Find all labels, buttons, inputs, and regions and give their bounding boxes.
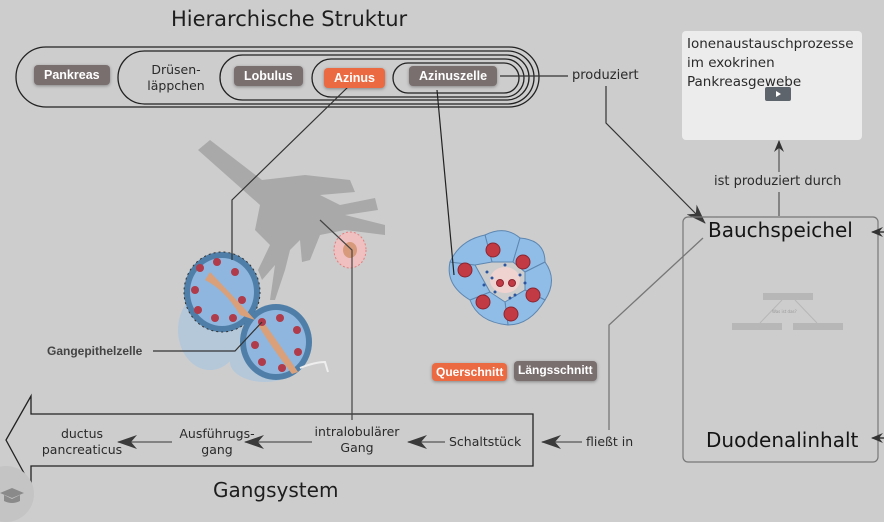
chip-lobulus[interactable]: Lobulus	[234, 66, 303, 86]
label-druesenlaeppchen-line1: Drüsen-	[151, 62, 201, 77]
stage-intralobulaer-line2: Gang	[340, 440, 374, 455]
duct-tree-illustration	[198, 140, 385, 300]
hierarchy-title: Hierarchische Struktur	[171, 7, 408, 31]
video-card[interactable]: Ionenaustauschprozesse im exokrinen Pank…	[682, 31, 862, 140]
leader-duct-to-intralobulaer	[319, 219, 353, 420]
capsule-lobulus	[219, 54, 530, 101]
graduation-cap-icon	[0, 488, 24, 503]
node-bauchspeichel[interactable]: Bauchspeichel	[708, 218, 853, 242]
video-card-title: Ionenaustauschprozesse im exokrinen Pank…	[687, 36, 854, 90]
stage-ausfuehrungsgang-line2: gang	[201, 442, 233, 457]
learning-button[interactable]	[0, 466, 34, 522]
chip-azinus[interactable]: Azinus	[324, 68, 385, 88]
stage-ductus-line2: pancreaticus	[41, 442, 123, 457]
placeholder-caption: Was ist das?	[772, 309, 797, 314]
arrow-produziert-to-bauchspeichel	[605, 86, 706, 224]
line-bauchspeichel-to-fliesst	[608, 237, 704, 430]
capsule-pankreas	[15, 46, 540, 108]
toggle-laengsschnitt[interactable]: Längsschnitt	[514, 361, 597, 381]
right-panel-frame	[682, 216, 879, 463]
node-duodenalinhalt[interactable]: Duodenalinhalt	[706, 428, 859, 452]
leader-azinus-to-lobule	[231, 85, 350, 260]
stage-ductus-line1: ductus	[60, 426, 104, 441]
leader-azinuszelle-to-acinus	[436, 89, 455, 276]
placeholder-tree	[732, 293, 843, 330]
chip-pankreas[interactable]: Pankreas	[34, 65, 110, 85]
capsule-azinus	[311, 58, 525, 98]
stage-intralobulaer-line1: intralobulärer	[314, 424, 400, 439]
relation-fliesst-in: fließt in	[586, 434, 634, 449]
label-druesenlaeppchen: Drüsen- läppchen	[146, 62, 206, 94]
capsule-azinuszelle	[392, 62, 520, 94]
acinus-cross-section	[448, 230, 552, 326]
hierarchy-capsules	[15, 46, 540, 108]
gangsystem-title: Gangsystem	[213, 478, 339, 502]
stage-ductus-pancreaticus[interactable]: ductus pancreaticus	[38, 426, 126, 458]
chip-azinuszelle[interactable]: Azinuszelle	[409, 66, 498, 86]
label-druesenlaeppchen-line2: läppchen	[147, 78, 205, 93]
leader-gangepithelzelle	[153, 321, 263, 352]
relation-produziert: produziert	[572, 68, 639, 83]
capsule-druesenlaeppchen	[117, 50, 535, 105]
stage-schaltstueck[interactable]: Schaltstück	[449, 434, 521, 450]
gangsystem-arrow-shape	[5, 393, 534, 487]
relation-ist-produziert-durch: ist produziert durch	[712, 174, 844, 190]
play-icon[interactable]	[765, 87, 791, 101]
lobule-illustration	[178, 251, 329, 382]
stage-schaltstueck-label: Schaltstück	[449, 434, 522, 449]
toggle-querschnitt[interactable]: Querschnitt	[432, 363, 508, 381]
stage-intralobulaerer-gang[interactable]: intralobulärer Gang	[312, 424, 402, 456]
stage-ausfuehrungsgang[interactable]: Ausführugs- gang	[172, 426, 262, 458]
stage-ausfuehrungsgang-line1: Ausführugs-	[179, 426, 255, 441]
label-gangepithelzelle: Gangepithelzelle	[47, 344, 143, 358]
